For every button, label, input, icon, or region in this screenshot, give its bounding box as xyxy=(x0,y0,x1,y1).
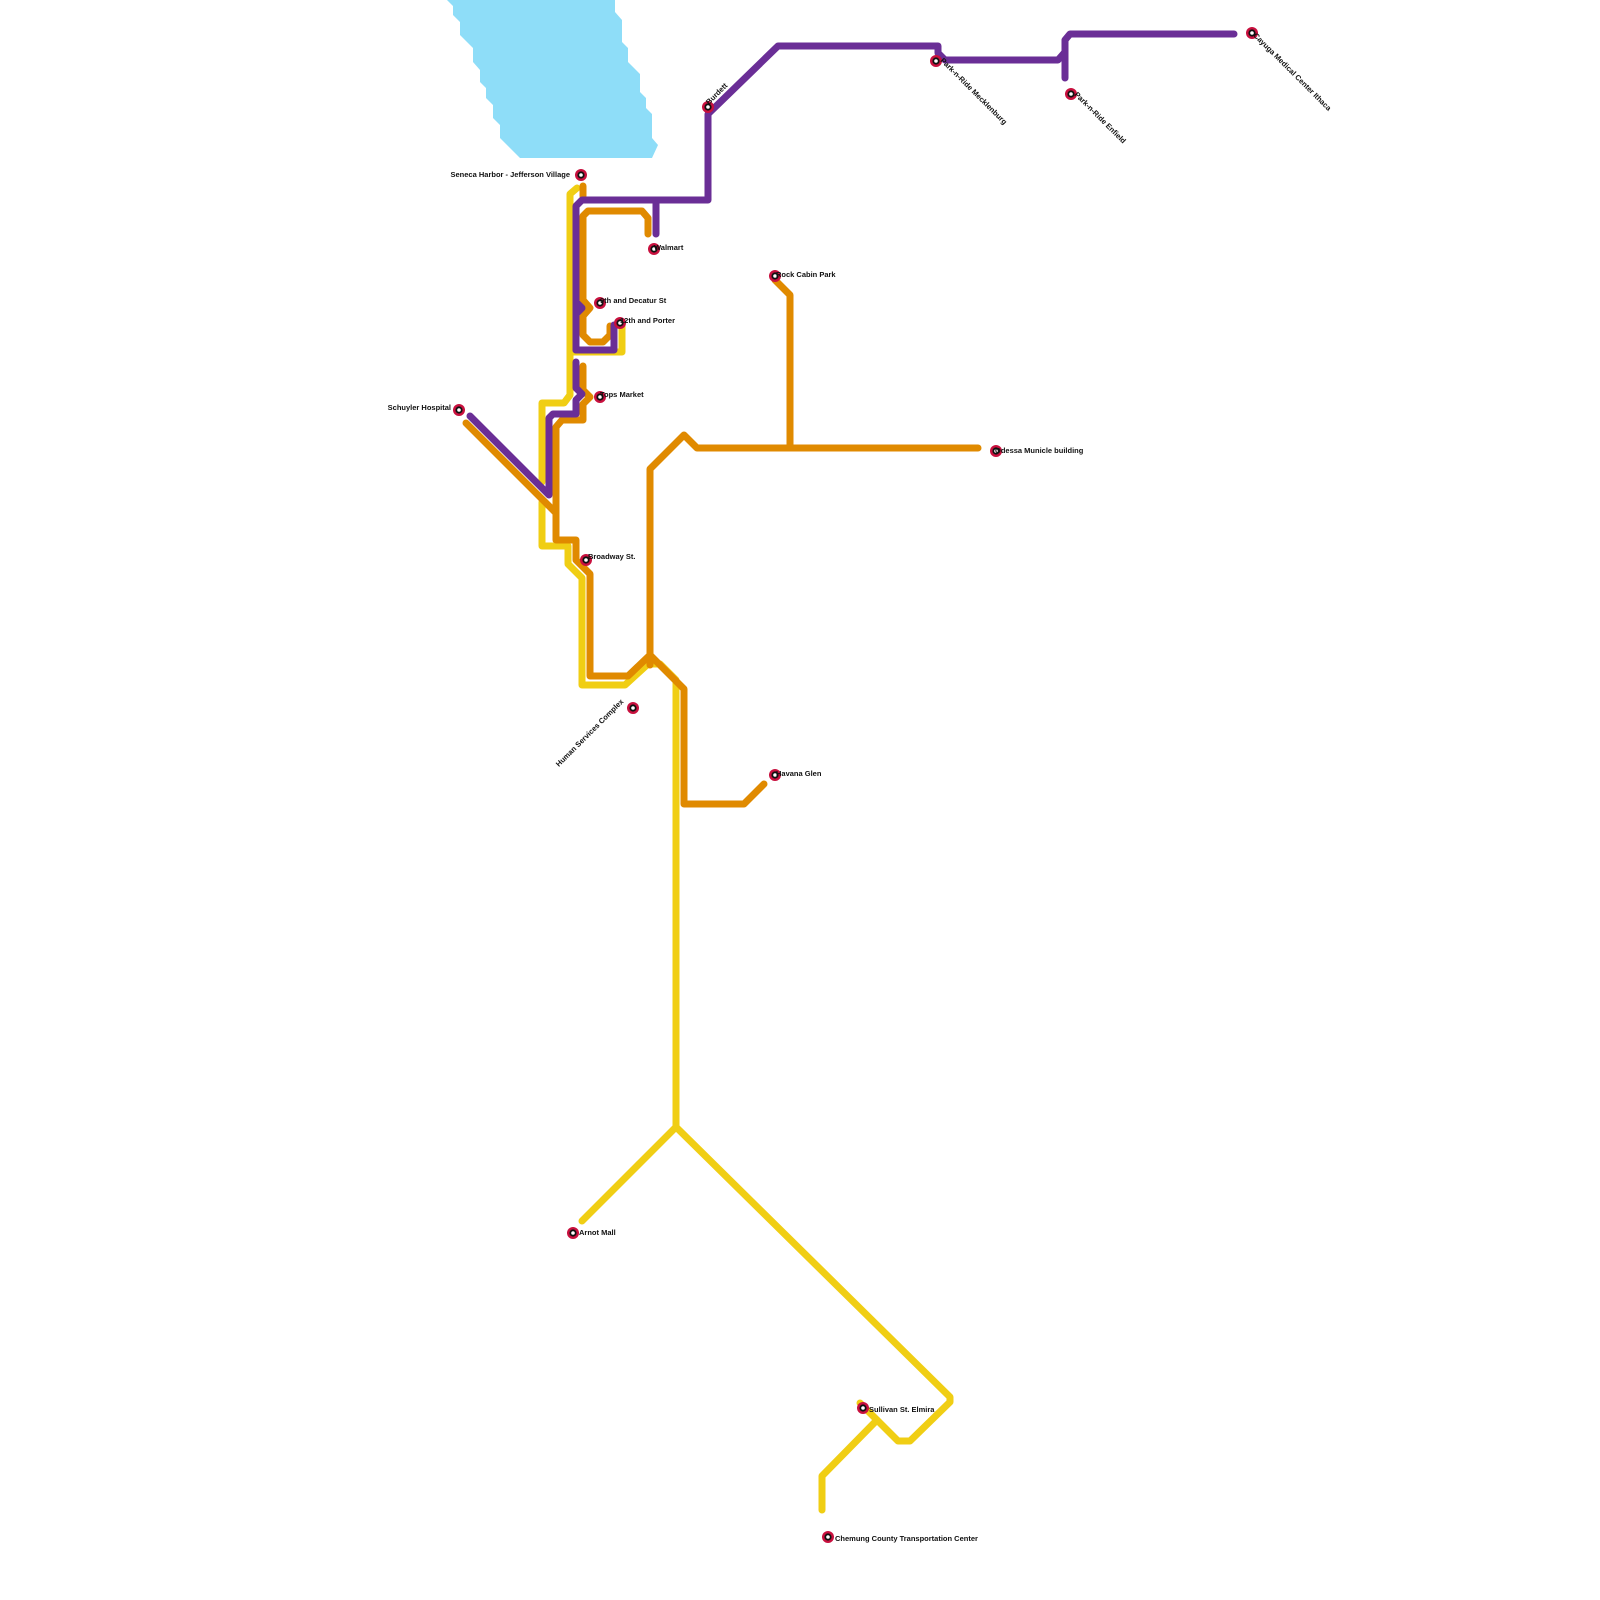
route-purple xyxy=(466,30,1238,499)
station-havana-glen[interactable] xyxy=(769,769,781,781)
station-label-9th-decatur: 9th and Decatur St xyxy=(600,296,667,305)
station-label-arnot-mall: Arnot Mall xyxy=(579,1228,616,1237)
station-label-pnr-mecklenburg: Park-n-Ride Mecklenburg xyxy=(939,56,1010,127)
station-marker-dot xyxy=(706,105,710,109)
route-yellow-south xyxy=(538,498,680,1225)
station-marker-dot xyxy=(773,773,777,777)
station-walmart[interactable] xyxy=(648,243,660,255)
stations xyxy=(453,27,1258,1543)
station-12th-porter[interactable] xyxy=(614,317,626,329)
station-marker-dot xyxy=(826,1535,830,1539)
station-marker-dot xyxy=(1069,92,1073,96)
station-marker-dot xyxy=(457,408,461,412)
station-marker-dot xyxy=(934,59,938,63)
station-chemung-transport[interactable] xyxy=(822,1531,834,1543)
station-seneca-harbor[interactable] xyxy=(575,169,587,181)
station-label-odessa: Odessa Municle building xyxy=(995,446,1084,455)
station-burdett[interactable] xyxy=(702,101,714,113)
route-yellow-trunk xyxy=(538,184,581,486)
lake-water xyxy=(447,0,658,158)
route-orange-schuyler xyxy=(462,419,560,517)
station-labels: Seneca Harbor - Jefferson Village Walmar… xyxy=(388,31,1334,1543)
station-label-schuyler-hospital: Schuyler Hospital xyxy=(388,403,451,412)
station-tops-market[interactable] xyxy=(594,391,606,403)
station-label-chemung-transport: Chemung County Transportation Center xyxy=(835,1534,978,1543)
station-label-12th-porter: 12th and Porter xyxy=(620,316,675,325)
station-label-havana-glen: Havana Glen xyxy=(776,769,822,778)
station-pnr-enfield[interactable] xyxy=(1065,88,1077,100)
station-pnr-mecklenburg[interactable] xyxy=(930,55,942,67)
station-marker-dot xyxy=(598,395,602,399)
station-label-sullivan-elmira: Sullivan St. Elmira xyxy=(869,1405,935,1414)
station-marker-dot xyxy=(571,1231,575,1235)
station-marker-dot xyxy=(579,173,583,177)
route-purple-loop xyxy=(572,298,618,354)
station-label-cayuga-medical: Cayuga Medical Center Ithaca xyxy=(1252,31,1334,113)
route-orange-rockcabin xyxy=(771,276,794,452)
station-cayuga-medical[interactable] xyxy=(1246,27,1258,39)
station-rock-cabin-park[interactable] xyxy=(769,270,781,282)
station-marker-dot xyxy=(994,449,998,453)
station-label-seneca-harbor: Seneca Harbor - Jefferson Village xyxy=(451,170,571,179)
station-odessa[interactable] xyxy=(990,445,1002,457)
station-marker-dot xyxy=(631,706,635,710)
station-marker-dot xyxy=(1250,31,1254,35)
route-yellow xyxy=(538,184,954,1514)
route-orange xyxy=(462,182,982,808)
station-label-pnr-enfield: Park-n-Ride Enfield xyxy=(1073,90,1129,146)
route-yellow-southeast xyxy=(672,1123,954,1445)
route-orange-mid xyxy=(552,362,768,808)
route-purple-south xyxy=(466,358,586,499)
station-broadway[interactable] xyxy=(580,554,592,566)
station-marker-dot xyxy=(861,1406,865,1410)
station-9th-decatur[interactable] xyxy=(594,297,606,309)
station-schuyler-hospital[interactable] xyxy=(453,404,465,416)
station-arnot-mall[interactable] xyxy=(567,1227,579,1239)
station-label-walmart: Walmart xyxy=(654,243,684,252)
route-orange-north xyxy=(646,431,982,669)
station-label-broadway: Broadway St. xyxy=(588,552,636,561)
station-marker-dot xyxy=(598,301,602,305)
route-yellow-elmira xyxy=(818,1399,881,1514)
route-purple-main xyxy=(572,30,1238,354)
station-marker-dot xyxy=(773,274,777,278)
station-marker-dot xyxy=(618,321,622,325)
station-label-tops-market: Tops Market xyxy=(600,390,644,399)
station-marker-dot xyxy=(652,247,656,251)
station-label-human-services: Human Services Complex xyxy=(554,696,626,768)
route-orange-loop xyxy=(579,207,652,346)
station-label-rock-cabin-park: Rock Cabin Park xyxy=(776,270,836,279)
station-sullivan-elmira[interactable] xyxy=(857,1402,869,1414)
station-marker-dot xyxy=(584,558,588,562)
station-human-services[interactable] xyxy=(627,702,639,714)
